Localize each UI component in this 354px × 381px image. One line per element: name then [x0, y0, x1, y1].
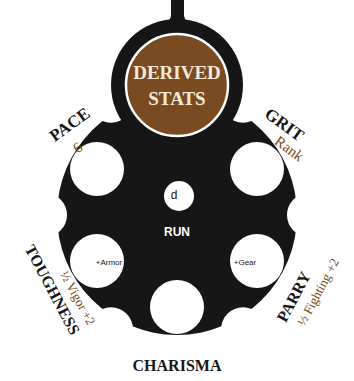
chamber-hole — [164, 181, 194, 211]
node-outline — [164, 181, 194, 211]
cylinder-body — [57, 95, 297, 335]
modifier-note: +Gear — [234, 258, 256, 267]
stat-chamber: PARRY½ Fighting +2+Gear — [230, 234, 284, 288]
die-label: d — [171, 188, 178, 202]
stat-chamber: TOUGHNESS½ Vigor +2+Armor — [70, 234, 124, 288]
stat-formula: 6 — [70, 139, 86, 157]
badge-face — [126, 34, 228, 136]
node-outline — [111, 19, 243, 151]
stat-chamber: PACE6 — [70, 142, 124, 196]
title-badge: DERIVED STATS — [111, 19, 243, 151]
modifier-note: +Armor — [96, 258, 122, 267]
stat-label: CHARISMA — [133, 357, 222, 375]
chamber-hole — [70, 234, 124, 288]
chamber-hole — [150, 280, 204, 334]
stat-chamber: GRITRank — [230, 142, 284, 196]
stat-label: RUN — [164, 225, 190, 239]
run-chamber: d — [164, 181, 194, 211]
chamber-hole — [230, 234, 284, 288]
node-outline — [150, 280, 204, 334]
stat-chamber: CHARISMA — [150, 280, 204, 334]
badge-rim — [111, 19, 243, 151]
top-chamber — [150, 96, 204, 150]
title-text: DERIVED STATS — [127, 60, 227, 112]
